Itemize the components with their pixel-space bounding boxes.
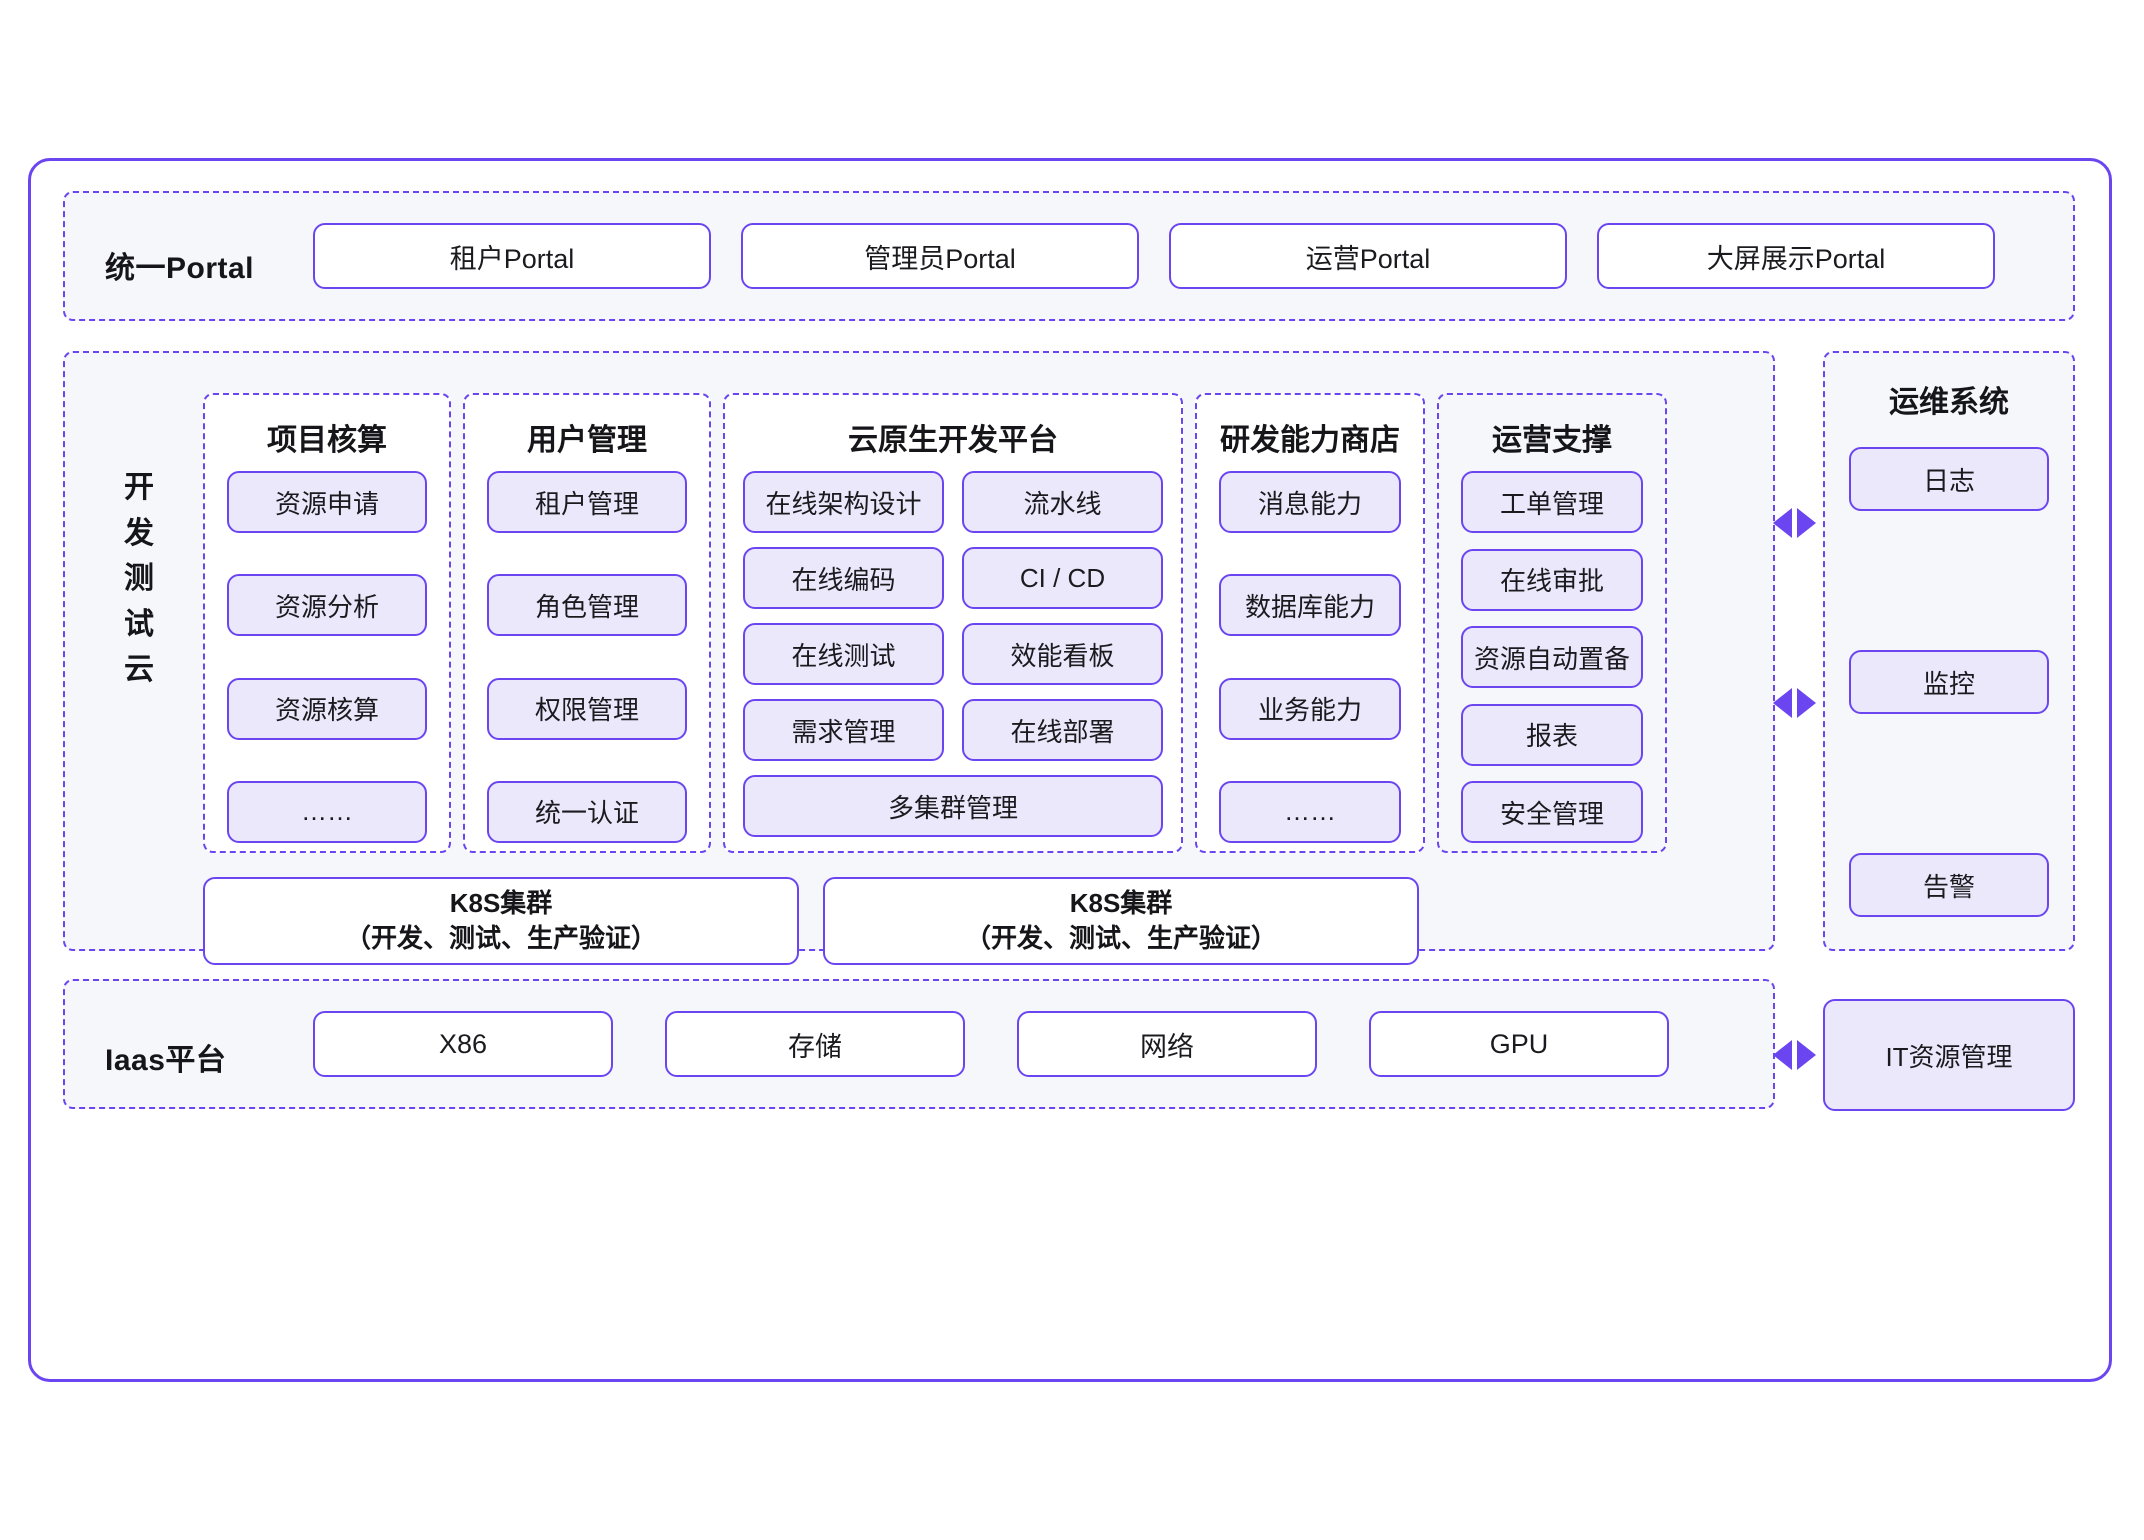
chip-stack: 消息能力 数据库能力 业务能力 …… [1197,471,1423,843]
chip-monitoring[interactable]: 监控 [1849,650,2049,714]
iaas-button-network[interactable]: 网络 [1017,1011,1317,1077]
chip-stack: 日志 监控 告警 [1825,447,2073,917]
column-title: 运营支撑 [1492,424,1612,457]
arrow-left-icon [1773,688,1792,718]
devtest-cloud-section: 开 发 测 试 云 项目核算 资源申请 资源分析 资源核算 …… 用户管理 租户… [63,351,1775,965]
chip-message-capability[interactable]: 消息能力 [1219,471,1401,533]
iaas-section-label: Iaas平台 [105,1044,227,1077]
it-resource-management-box[interactable]: IT资源管理 [1823,999,2075,1111]
chip-security-management[interactable]: 安全管理 [1461,781,1643,843]
portal-section-label: 统一Portal [105,252,255,285]
chip-efficiency-dashboard[interactable]: 效能看板 [962,623,1163,685]
column-title: 项目核算 [267,424,387,457]
portal-button-tenant[interactable]: 租户Portal [313,223,711,289]
arrow-right-icon [1797,688,1816,718]
k8s-cluster-box-2[interactable]: K8S集群 （开发、测试、生产验证） [823,877,1419,965]
chip-online-approval[interactable]: 在线审批 [1461,548,1643,611]
bidirectional-arrow-icon [1773,688,1816,718]
column-project-accounting: 项目核算 资源申请 资源分析 资源核算 …… [203,393,451,853]
arrow-right-icon [1797,1040,1816,1070]
chip-grid: 在线架构设计 流水线 在线编码 CI / CD 在线测试 效能看板 需求管理 在… [743,471,1163,761]
column-user-management: 用户管理 租户管理 角色管理 权限管理 统一认证 [463,393,711,853]
column-operations-support: 运营支撑 工单管理 在线审批 资源自动置备 报表 安全管理 [1437,393,1667,853]
chip-more[interactable]: …… [227,780,427,843]
chip-stack: 租户管理 角色管理 权限管理 统一认证 [465,471,709,843]
devtest-cloud-label: 开 发 测 试 云 [124,471,154,687]
column-cloud-native-platform: 云原生开发平台 在线架构设计 流水线 在线编码 CI / CD 在线测试 效能看… [723,393,1183,853]
chip-multi-cluster-management[interactable]: 多集群管理 [743,775,1163,837]
chip-ci-cd[interactable]: CI / CD [962,547,1163,609]
k8s-title: K8S集群 [449,888,553,919]
k8s-title: K8S集群 [1069,888,1173,919]
iaas-button-storage[interactable]: 存储 [665,1011,965,1077]
column-title: 云原生开发平台 [848,424,1058,457]
chip-reports[interactable]: 报表 [1461,703,1643,766]
bidirectional-arrow-icon [1773,1040,1816,1070]
chip-pipeline[interactable]: 流水线 [962,471,1163,533]
chip-resource-analysis[interactable]: 资源分析 [227,574,427,637]
chip-permission-management[interactable]: 权限管理 [487,677,687,740]
k8s-subtitle: （开发、测试、生产验证） [964,923,1277,953]
k8s-cluster-box-1[interactable]: K8S集群 （开发、测试、生产验证） [203,877,799,965]
iaas-button-gpu[interactable]: GPU [1369,1011,1669,1077]
arrow-right-icon [1797,508,1816,538]
bidirectional-arrow-icon [1773,508,1816,538]
chip-requirement-management[interactable]: 需求管理 [743,699,944,761]
architecture-diagram: 统一Portal 租户Portal 管理员Portal 运营Portal 大屏展… [28,158,2112,1382]
ops-system-title: 运维系统 [1889,386,2009,419]
chip-alerting[interactable]: 告警 [1849,853,2049,917]
column-title: 用户管理 [527,424,647,457]
chip-stack: 资源申请 资源分析 资源核算 …… [205,471,449,843]
chip-resource-accounting[interactable]: 资源核算 [227,677,427,740]
column-rd-capability-store: 研发能力商店 消息能力 数据库能力 业务能力 …… [1195,393,1425,853]
chip-auto-provisioning[interactable]: 资源自动置备 [1461,626,1643,688]
chip-online-testing[interactable]: 在线测试 [743,623,944,685]
portal-button-operations[interactable]: 运营Portal [1169,223,1567,289]
chip-business-capability[interactable]: 业务能力 [1219,677,1401,740]
ops-system-section: 运维系统 日志 监控 告警 [1823,351,2075,951]
chip-resource-apply[interactable]: 资源申请 [227,471,427,533]
chip-more[interactable]: …… [1219,780,1401,843]
chip-role-management[interactable]: 角色管理 [487,574,687,637]
chip-unified-auth[interactable]: 统一认证 [487,780,687,843]
arrow-left-icon [1773,1040,1792,1070]
portal-button-bigscreen[interactable]: 大屏展示Portal [1597,223,1995,289]
portal-button-admin[interactable]: 管理员Portal [741,223,1139,289]
chip-ticket-management[interactable]: 工单管理 [1461,471,1643,533]
chip-online-coding[interactable]: 在线编码 [743,547,944,609]
iaas-button-x86[interactable]: X86 [313,1011,613,1077]
chip-database-capability[interactable]: 数据库能力 [1219,574,1401,637]
chip-log[interactable]: 日志 [1849,447,2049,511]
chip-stack: 工单管理 在线审批 资源自动置备 报表 安全管理 [1439,471,1665,843]
column-title: 研发能力商店 [1220,424,1400,457]
chip-online-deployment[interactable]: 在线部署 [962,699,1163,761]
arrow-left-icon [1773,508,1792,538]
chip-tenant-management[interactable]: 租户管理 [487,471,687,533]
k8s-subtitle: （开发、测试、生产验证） [344,923,657,953]
chip-stack: 在线架构设计 流水线 在线编码 CI / CD 在线测试 效能看板 需求管理 在… [725,471,1181,843]
chip-online-architecture-design[interactable]: 在线架构设计 [743,471,944,533]
